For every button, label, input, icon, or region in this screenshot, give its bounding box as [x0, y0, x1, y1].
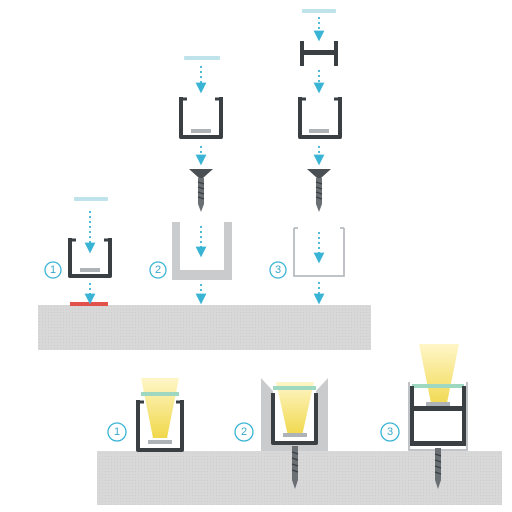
led-strip: [426, 402, 450, 406]
diffuser-cover: [273, 386, 316, 390]
result-3-badge: 3: [380, 422, 400, 442]
svg-text:3: 3: [387, 426, 393, 438]
svg-text:2: 2: [241, 426, 247, 438]
result-3-assembly: [408, 344, 468, 489]
svg-text:1: 1: [50, 264, 56, 276]
mounting-surface-bottom: [97, 451, 502, 505]
step-2-badge: 2: [149, 261, 167, 279]
led-strip: [148, 440, 172, 444]
light-beam: [276, 382, 314, 436]
clip-icon: [300, 41, 338, 66]
diffuser-cover: [74, 197, 108, 201]
result-2-assembly: [261, 378, 328, 489]
diffuser-cover: [184, 56, 220, 60]
diffuser-cover: [302, 9, 336, 13]
svg-text:1: 1: [114, 426, 120, 438]
grey-profile: [261, 378, 328, 451]
dark-profile: [271, 393, 318, 445]
mounting-surface-top: [38, 305, 371, 350]
svg-text:3: 3: [275, 264, 281, 276]
step-1-assembly: [68, 197, 112, 305]
screw-icon: [307, 169, 331, 212]
result-1-assembly: [136, 378, 184, 452]
diffuser-cover: [141, 392, 179, 396]
dark-profile: [136, 400, 184, 452]
screw-icon: [434, 448, 442, 489]
screw-icon: [189, 169, 213, 212]
step-2-assembly: [172, 56, 232, 305]
dark-profile: [179, 97, 223, 139]
step-3-assembly: [293, 9, 345, 305]
step-1-badge: 1: [44, 261, 62, 279]
led-strip: [309, 129, 329, 133]
screw-icon: [291, 446, 299, 489]
led-strip: [80, 268, 100, 272]
light-beam: [141, 378, 179, 438]
clip-outline: [293, 228, 345, 277]
adhesive-tape-strip: [70, 302, 108, 306]
light-beam: [419, 344, 459, 408]
led-strip: [283, 433, 307, 437]
svg-text:2: 2: [155, 264, 161, 276]
clip-icon: [410, 386, 466, 446]
led-strip: [191, 129, 211, 133]
diffuser-cover: [412, 384, 464, 388]
grey-profile: [172, 222, 232, 280]
dark-profile: [68, 238, 112, 278]
dark-profile: [298, 97, 342, 139]
step-3-badge: 3: [269, 261, 287, 279]
result-2-badge: 2: [234, 422, 254, 442]
result-1-badge: 1: [107, 422, 127, 442]
